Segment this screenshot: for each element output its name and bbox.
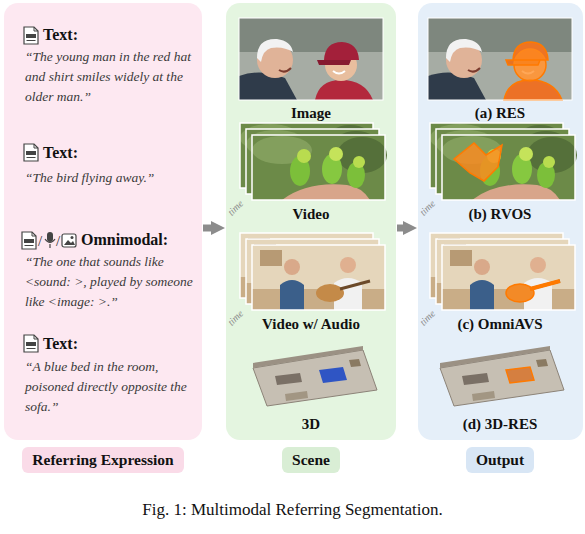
referring-expression: “The bird flying away.” — [25, 168, 197, 188]
scene-label: Video — [293, 205, 330, 223]
referring-expression: “The young man in the red hat and shirt … — [25, 47, 197, 107]
referring-expression: “The one that sounds like <sound: >, pla… — [25, 252, 197, 312]
modality-heading: Text: — [43, 334, 78, 353]
scene-label: Video w/ Audio — [262, 315, 360, 333]
section-tag: Scene — [282, 447, 340, 473]
flow-arrow — [203, 225, 215, 232]
output-panel: (a) RES (b) RVOS (c) OmniAVS (d) 3D-RES — [418, 3, 583, 440]
output-label: (a) RES — [475, 104, 525, 122]
output-label: (d) 3D-RES — [463, 415, 538, 433]
modality-heading: Text: — [43, 143, 78, 162]
output-label: (b) RVOS — [469, 205, 532, 223]
scene-label: 3D — [302, 415, 320, 433]
scene-panel: ImageVideoVideo w/ Audio 3D — [226, 3, 396, 440]
expression-panel: Text: “The young man in the red hat and s… — [4, 3, 202, 440]
section-tag: Referring Expression — [22, 447, 183, 473]
separator: / — [56, 232, 60, 250]
tag-text: Referring Expression — [32, 450, 173, 470]
output-label: (c) OmniAVS — [457, 315, 542, 333]
tag-text: Scene — [292, 450, 330, 470]
scene-label: Image — [291, 104, 331, 122]
referring-expression: “A blue bed in the room, poisoned direct… — [25, 357, 197, 417]
figure-caption: Fig. 1: Multimodal Referring Segmentatio… — [142, 499, 442, 521]
tag-text: Output — [476, 450, 524, 470]
separator: / — [38, 232, 42, 250]
flow-arrow — [397, 225, 407, 232]
modality-heading: Omnimodal: — [81, 230, 168, 249]
modality-heading: Text: — [43, 25, 78, 44]
section-tag: Output — [466, 447, 534, 473]
